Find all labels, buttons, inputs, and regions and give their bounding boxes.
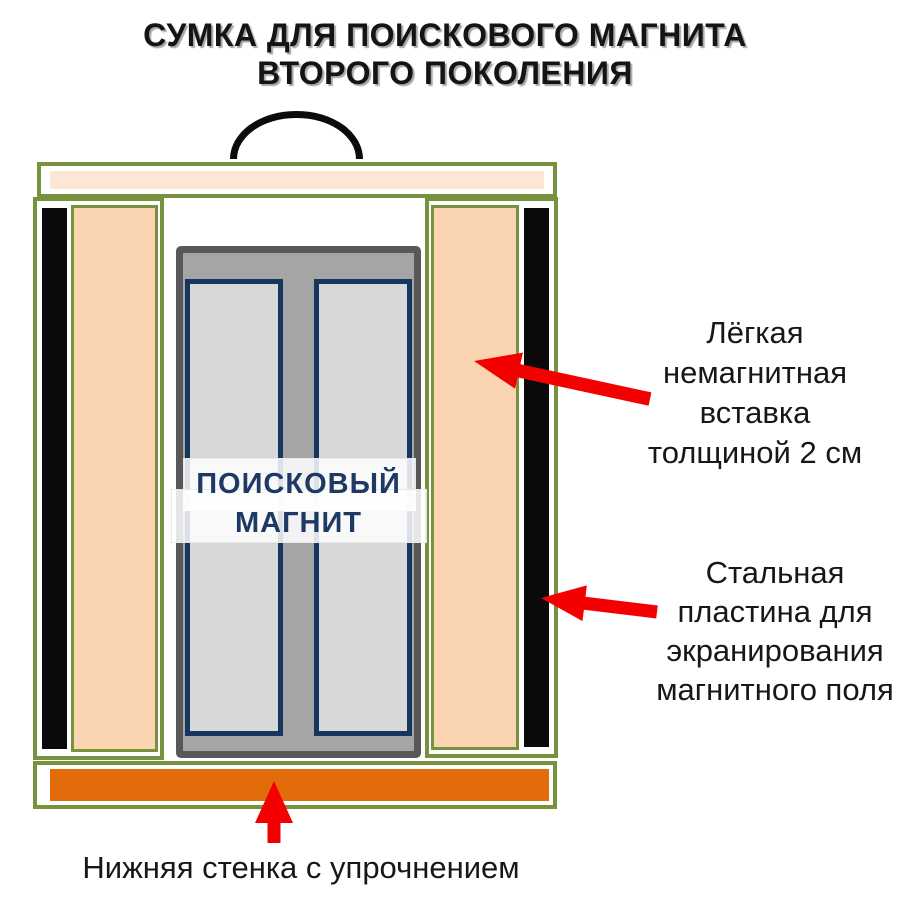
steel-plate-left bbox=[42, 208, 67, 749]
nonmagnetic-insert-right bbox=[431, 205, 519, 750]
annotation-bottom-label: Нижняя стенка с упрочнением bbox=[82, 850, 520, 885]
top-wall-padding-strip bbox=[50, 171, 544, 189]
magnet-label-line-2: МАГНИТ bbox=[234, 507, 363, 539]
reinforced-bottom-strip bbox=[50, 769, 549, 801]
bottom-wall bbox=[33, 761, 557, 809]
annotation-insert-line-3: вставка bbox=[699, 395, 811, 430]
title-line-1: СУМКА ДЛЯ ПОИСКОВОГО МАГНИТА bbox=[143, 17, 747, 53]
red-arrow-insert bbox=[474, 352, 652, 406]
annotation-steel-line-4: магнитного поля bbox=[656, 672, 894, 707]
annotation-steel-line-1: Стальная bbox=[705, 555, 845, 590]
left-wall-panel bbox=[33, 197, 164, 760]
red-arrow-steel-plate bbox=[541, 585, 658, 622]
page-title: СУМКА ДЛЯ ПОИСКОВОГО МАГНИТА ВТОРОГО ПОК… bbox=[0, 16, 890, 92]
annotation-insert-line-1: Лёгкая bbox=[706, 315, 804, 350]
magnet-label-box-lower bbox=[171, 489, 427, 543]
title-line-2: ВТОРОГО ПОКОЛЕНИЯ bbox=[257, 55, 633, 91]
annotation-insert-label: Лёгкая немагнитная вставка толщиной 2 см bbox=[600, 313, 910, 473]
annotation-steel-line-3: экранирования bbox=[666, 633, 884, 668]
annotation-steel-label: Стальная пластина для экранирования магн… bbox=[625, 553, 918, 709]
annotation-insert-line-2: немагнитная bbox=[662, 355, 847, 390]
magnet-label: ПОИСКОВЫЙ МАГНИТ bbox=[176, 465, 421, 543]
bag-top-wall bbox=[37, 162, 557, 198]
annotation-steel-line-2: пластина для bbox=[677, 594, 873, 629]
magnet-label-line-1: ПОИСКОВЫЙ bbox=[196, 468, 401, 500]
annotation-insert-line-4: толщиной 2 см bbox=[647, 435, 863, 470]
nonmagnetic-insert-left bbox=[71, 205, 158, 752]
red-arrow-bottom-wall bbox=[255, 781, 293, 843]
right-wall-panel bbox=[425, 197, 558, 758]
steel-plate-right bbox=[524, 208, 549, 747]
